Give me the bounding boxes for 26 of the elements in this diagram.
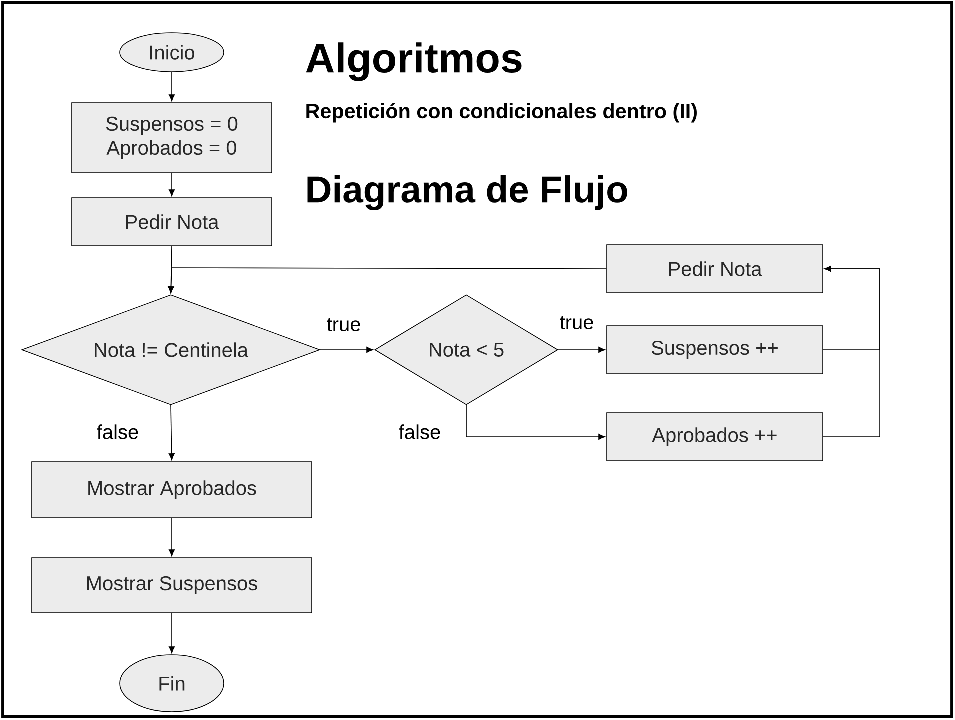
arrow (466, 405, 606, 440)
terminal-oval: Inicio (120, 32, 224, 72)
arrow (823, 266, 880, 438)
process-box: Suspensos = 0 Aprobados = 0 (72, 102, 272, 174)
edge-label: false (96, 423, 140, 441)
edge-label: true (558, 315, 596, 331)
arrow (558, 347, 606, 353)
process-box: Mostrar Aprobados (32, 462, 312, 518)
process-box: Aprobados ++ (606, 412, 824, 462)
arrow (169, 173, 175, 196)
arrow (168, 405, 175, 460)
arrow (168, 268, 608, 294)
edge-label: true (325, 317, 363, 333)
terminal-oval: Fin (120, 654, 224, 712)
arrow (320, 347, 374, 353)
process-box: Pedir Nota (606, 244, 824, 294)
process-box: Pedir Nota (72, 198, 272, 246)
heading: Diagrama de Flujo (308, 176, 628, 210)
arrow (169, 613, 175, 654)
process-box: Mostrar Suspensos (32, 558, 312, 614)
edge-label: false (398, 423, 442, 441)
subtitle: Repetición con condicionales dentro (II) (306, 103, 697, 123)
arrow (169, 72, 175, 102)
title: Algoritmos (306, 42, 522, 82)
process-box: Suspensos ++ (606, 326, 824, 374)
arrow (169, 518, 175, 556)
